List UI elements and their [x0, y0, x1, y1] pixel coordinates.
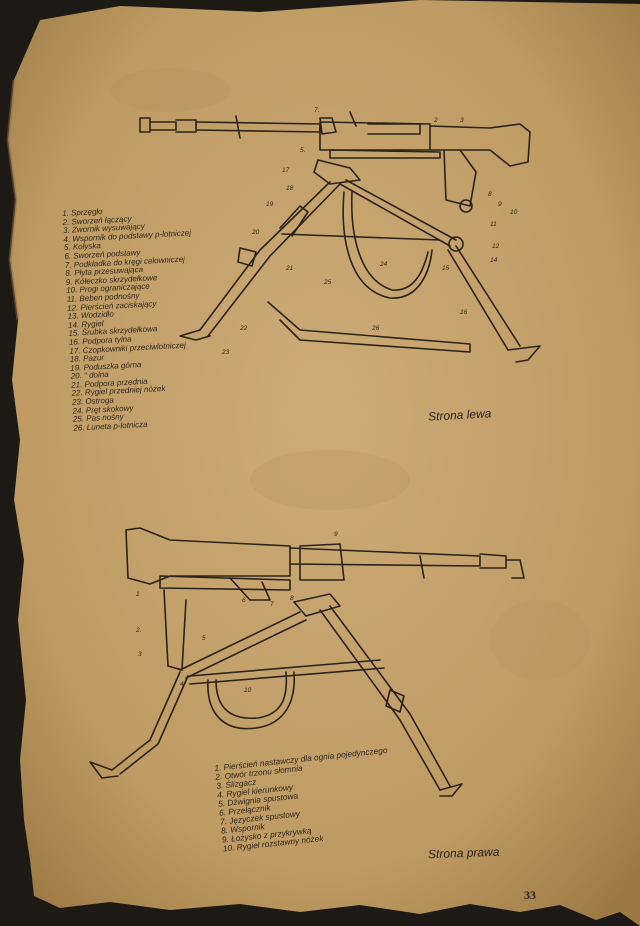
left-legend: 1. Sprzęgło 2. Sworzeń łączący 3. Zworni… — [62, 203, 201, 433]
callout-20: 20 — [251, 229, 260, 236]
callout-22: 22 — [239, 325, 248, 332]
callout-r7: 7 — [270, 601, 274, 608]
callout-11: 11 — [490, 221, 497, 228]
callout-19: 19 — [266, 201, 274, 208]
callout-r10: 10 — [244, 687, 252, 694]
callout-r3: 3 — [138, 651, 142, 658]
paper-surface — [8, 0, 640, 926]
right-view-caption: Strona prawa — [427, 844, 500, 862]
callout-r9: 9 — [334, 531, 338, 538]
left-callouts: 7. 2 3 5. 8 9 10 11 12 14 15 16 17 18 19… — [221, 107, 518, 356]
callout-23: 23 — [221, 349, 230, 356]
callout-9: 9 — [498, 201, 502, 208]
callout-26: 26 — [371, 325, 380, 332]
callout-7: 7. — [314, 107, 320, 114]
callout-r4: 4 — [180, 681, 184, 688]
callout-r6: 6 — [242, 597, 246, 604]
callout-18: 18 — [286, 185, 294, 192]
callout-15: 15 — [442, 265, 450, 272]
callout-14: 14 — [490, 257, 498, 264]
callout-r2: 2. — [135, 627, 142, 634]
right-legend: 1. Pierścień nastawczy dla ognia pojedyn… — [214, 745, 396, 854]
callout-24: 24 — [379, 261, 388, 268]
mg-left-view — [139, 111, 541, 363]
callout-16: 16 — [460, 309, 468, 316]
callout-5: 5. — [300, 147, 306, 154]
page-number: 33 — [524, 888, 536, 902]
right-callouts: 9 1 2. 3 4 5 6 7 8 10 — [135, 531, 338, 694]
callout-17: 17 — [282, 167, 290, 174]
callout-8: 8 — [488, 191, 492, 198]
callout-21: 21 — [285, 265, 294, 272]
callout-r5: 5 — [202, 635, 206, 642]
callout-10: 10 — [510, 209, 518, 216]
callout-2: 2 — [433, 117, 438, 124]
callout-r8: 8 — [290, 595, 294, 602]
mg-right-view — [89, 527, 525, 797]
callout-3: 3 — [460, 117, 464, 124]
callout-25: 25 — [323, 279, 332, 286]
callout-r1: 1 — [136, 591, 140, 598]
callout-12: 12 — [492, 243, 500, 250]
